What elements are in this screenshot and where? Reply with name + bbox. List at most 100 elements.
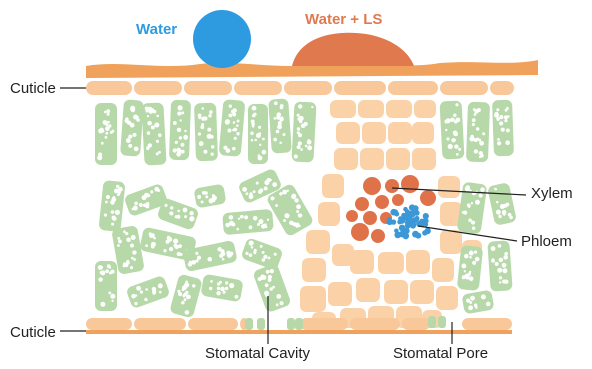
xylem-vessel [375,195,389,209]
lower-cuticle-cell [86,318,132,330]
chloroplast-dot [104,111,107,114]
chloroplast-dot [262,150,267,155]
phloem-cell [399,217,406,224]
mesophyll-cell [457,245,483,291]
chloroplast-dot [110,294,115,299]
lower-cuticle-cell [402,318,430,330]
bundle-sheath-cell [360,148,384,170]
xylem-vessel [401,175,419,193]
bundle-sheath-cell [330,100,356,118]
chloroplast-dot [250,132,254,136]
water-label: Water [136,22,177,37]
mesophyll-cell [492,100,514,157]
bundle-sheath-cell [356,278,380,302]
phloem-cell [410,222,415,227]
lower-cuticle-cell [462,318,512,330]
bundle-sheath-cell [306,230,330,254]
bundle-sheath-cell [386,148,410,170]
upper-cuticle-cell [490,81,514,95]
mesophyll-cell-wall [291,101,316,162]
chloroplast-dot [107,113,110,116]
cuticle-bottom-label: Cuticle [10,325,56,340]
chloroplast-dot [251,139,254,142]
chloroplast-dot [100,266,103,269]
xylem-vessel [363,211,377,225]
upper-cuticle-cell [388,81,438,95]
bundle-sheath-cell [438,176,460,198]
stomatal-pore-label: Stomatal Pore [393,346,488,361]
mesophyll-cell [120,99,144,156]
chloroplast-dot [252,106,257,111]
mesophyll-cell [252,263,291,313]
chloroplast-dot [105,132,108,135]
bundle-sheath-cell [358,100,384,118]
bundle-sheath-cell [328,282,352,306]
bundle-sheath-cell [388,122,412,144]
mesophyll-cell [95,261,117,311]
bundle-sheath-cell [414,100,436,118]
mesophyll-cell [200,274,243,303]
guard-cell [245,318,253,330]
upper-cuticle-cell [134,81,182,95]
bundle-sheath-cell [350,250,374,274]
chloroplast-dot [110,131,113,134]
phloem-cell [405,209,410,214]
chloroplast-dot [262,138,265,141]
cell-layer [95,98,517,328]
bundle-sheath-cell [378,252,404,274]
mesophyll-cell [439,100,464,159]
upper-cuticle-cell [234,81,282,95]
mesophyll-cell-wall [461,290,494,315]
chloroplast-dot [105,123,108,126]
phloem-cell [424,222,428,226]
guard-cell [295,318,303,330]
bundle-sheath-cell [362,122,386,144]
mesophyll-cell [291,101,316,162]
mesophyll-cell-wall [219,99,246,157]
mesophyll-cell [156,197,199,231]
xylem-label: Xylem [531,186,573,201]
upper-cuticle-cell [334,81,386,95]
lower-cuticle-cell [350,318,400,330]
mesophyll-cell [461,290,494,315]
bundle-sheath-cell [334,148,358,170]
phloem-cell [419,219,424,224]
chloroplast-dot [258,126,261,129]
bundle-sheath-cell [436,286,458,310]
xylem-vessel [420,190,436,206]
chloroplast-dot [106,109,110,113]
chloroplast-dot [105,269,109,273]
chloroplast-dot [252,125,255,128]
mesophyll-cell [98,180,125,232]
chloroplast-dot [107,121,110,124]
bundle-sheath-cell [336,122,360,144]
chloroplast-dot [100,270,105,275]
mesophyll-cell [466,102,490,163]
mesophyll-cell-wall [125,275,170,309]
water-droplet [193,10,251,68]
xylem-vessel [371,229,385,243]
bundle-sheath-cell [440,230,462,254]
phloem-cell [399,231,405,237]
upper-cuticle-cell [184,81,232,95]
bundle-sheath-cell [406,250,430,274]
bundle-sheath-cell [318,202,340,226]
bundle-sheath-cell [412,148,436,170]
cuticle-top-label: Cuticle [10,81,56,96]
chloroplast-dot [256,133,261,138]
bundle-sheath-cell [410,280,434,304]
water-ls-droplet [292,33,414,66]
chloroplast-dot [99,156,102,159]
bundle-sheath-cell [322,174,344,198]
mesophyll-cell [169,274,203,319]
phloem-cell [386,219,390,223]
mesophyll-cell [95,103,117,165]
xylem-vessel [363,177,381,195]
bundle-sheath-cell [412,122,434,144]
upper-cuticle-cell [86,81,132,95]
chloroplast-dot [254,139,257,142]
lower-cuticle-cell [134,318,186,330]
chloroplast-dot [98,277,102,281]
bundle-sheath-cell [432,258,454,282]
